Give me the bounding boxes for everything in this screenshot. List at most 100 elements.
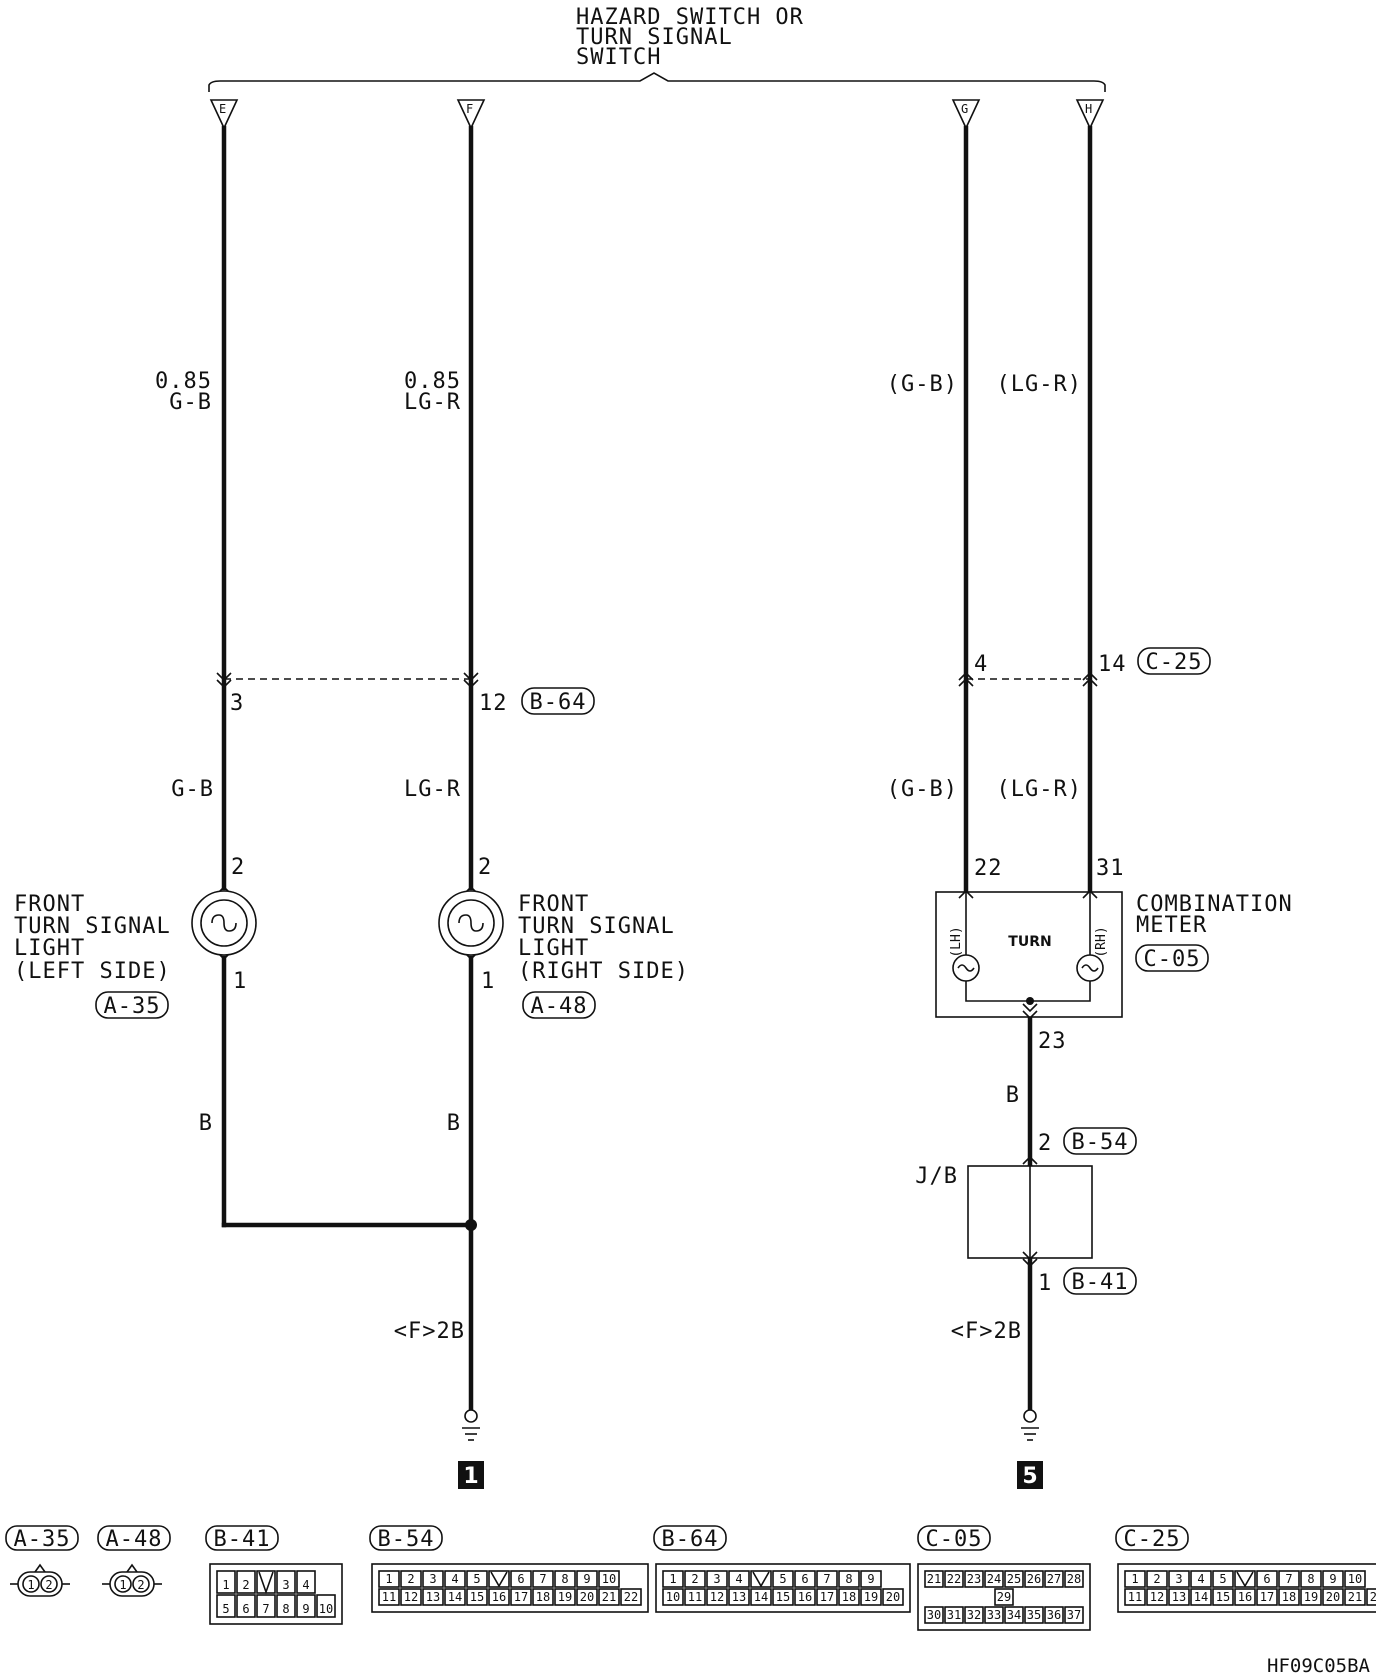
pin-c25-3: 3 [1175,1572,1182,1586]
wire-e-color: G-B [169,390,212,415]
switch-bracket [208,72,1106,92]
meter-rh-label: (RH) [1094,926,1109,957]
pin-c25-2: 2 [1153,1572,1160,1586]
pin-b64-13: 13 [732,1590,746,1604]
pin-b54-13: 13 [426,1590,440,1604]
pin-b54-10: 10 [602,1572,616,1586]
pin-c05-33: 33 [987,1608,1001,1622]
pin-c25-21: 21 [1348,1590,1362,1604]
pin-a48-2: 2 [137,1578,144,1592]
tag-b41: B-41 [1072,1270,1129,1295]
tag-c05-frame [1135,944,1209,972]
meter-lh-label: (LH) [949,926,964,957]
pin-b64-10: 10 [666,1590,680,1604]
c25-chevron-h [1082,671,1098,687]
pin-b64-20: 20 [886,1590,900,1604]
wire-g-upper-color: (G-B) [887,372,958,397]
pin-b54-16: 16 [492,1590,506,1604]
pin-b64-6: 6 [801,1572,808,1586]
pin-c05-36: 36 [1047,1608,1061,1622]
terminal-e: E [209,99,239,130]
pin-b54-5: 5 [473,1572,480,1586]
pin-b54-20: 20 [580,1590,594,1604]
wire-h-upper-color: (LG-R) [997,372,1082,397]
view-tag-a35: A-35 [5,1525,79,1552]
pin-c05-28: 28 [1067,1572,1081,1586]
pin-c25-19: 19 [1304,1590,1318,1604]
pin-b64-8: 8 [845,1572,852,1586]
pin-b64-5: 5 [779,1572,786,1586]
terminal-h: H [1075,99,1105,130]
left-lamp-label-line-1: FRONT [14,892,85,917]
view-tag-a48: A-48 [97,1525,171,1552]
pin-b64-4: 4 [735,1572,742,1586]
pin-b64-14: 14 [754,1590,768,1604]
terminal-g: G [951,99,981,130]
pin-c05-32: 32 [967,1608,981,1622]
switch-title-line-2: TURN SIGNAL [576,25,733,50]
view-tag-b64: B-64 [653,1525,727,1552]
pin-b54-8: 8 [561,1572,568,1586]
pin-jb-in: 2 [1038,1131,1052,1156]
pin-f-b64: 12 [479,691,508,716]
pin-c25-6: 6 [1263,1572,1270,1586]
pin-b54-14: 14 [448,1590,462,1604]
pin-b41-6: 6 [242,1602,249,1616]
pin-b64-11: 11 [688,1590,702,1604]
pin-c25-1: 1 [1131,1572,1138,1586]
view-tag-c25: C-25 [1115,1525,1189,1552]
ground-symbol-1: 1 [458,1409,484,1489]
meter-name-line-2: METER [1136,913,1207,938]
right-lamp-label-line-3: LIGHT [518,936,589,961]
pin-c05-37: 37 [1067,1608,1081,1622]
left-lamp-label: FRONT TURN SIGNAL LIGHT (LEFT SIDE) [14,892,170,984]
right-lamp-label-line-2: TURN SIGNAL [518,914,675,939]
terminal-f-label: F [466,102,473,116]
junction-block [967,1155,1093,1268]
pin-b41-3: 3 [282,1578,289,1592]
pin-a48-1: 1 [119,1578,126,1592]
pin-b41-1: 1 [222,1578,229,1592]
pin-c25-22: 22 [1370,1590,1376,1604]
footer-code: HF09C05BA [1267,1655,1371,1677]
tag-a35-frame [95,991,169,1019]
pin-b64-3: 3 [713,1572,720,1586]
view-label-a35: A-35 [14,1527,71,1552]
pin-meter-rh: 31 [1096,856,1125,881]
view-label-b41: B-41 [214,1527,271,1552]
pin-b64-12: 12 [710,1590,724,1604]
pin-b54-4: 4 [451,1572,458,1586]
switch-title-line-3: SWITCH [576,45,661,70]
pin-c25-14: 14 [1194,1590,1208,1604]
pin-right-lamp-out: 1 [481,969,495,994]
pin-c05-31: 31 [947,1608,961,1622]
meter-name: COMBINATION METER [1136,892,1292,938]
pin-meter-lh: 22 [974,856,1003,881]
pin-c05-34: 34 [1007,1608,1021,1622]
pin-b41-2: 2 [242,1578,249,1592]
switch-title: HAZARD SWITCH OR TURN SIGNAL SWITCH [576,5,803,70]
ground-number-1: 1 [463,1464,478,1489]
view-tag-c05: C-05 [917,1525,991,1552]
pin-c25-16: 16 [1238,1590,1252,1604]
pin-c05-29: 29 [997,1590,1011,1604]
tag-b54: B-54 [1072,1130,1129,1155]
pin-c05-24: 24 [987,1572,1001,1586]
left-turn-signal-lamp [191,885,257,961]
ground-symbol-5: 5 [1017,1409,1043,1489]
pin-h-c25: 14 [1098,652,1127,677]
pin-b54-21: 21 [602,1590,616,1604]
tag-b54-frame [1063,1127,1137,1155]
pin-b41-10: 10 [319,1602,333,1616]
pin-c25-13: 13 [1172,1590,1186,1604]
pin-c05-30: 30 [927,1608,941,1622]
b64-chevron-e [216,672,232,689]
